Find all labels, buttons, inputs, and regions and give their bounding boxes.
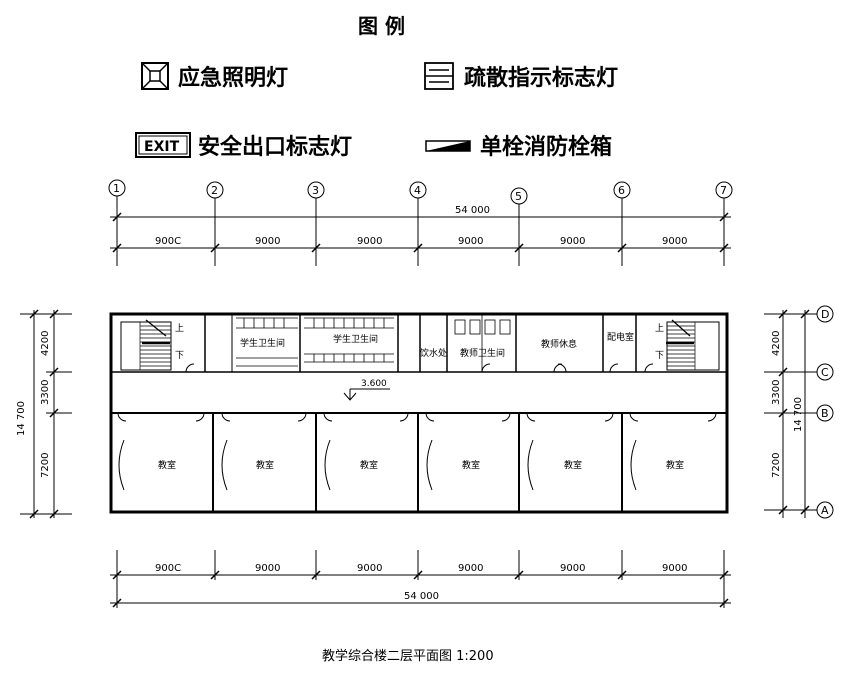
room-labels: 上 下 上 下 学生卫生间 学生卫生间 饮水处 教师卫生间 教师休息 配电室 教… bbox=[158, 323, 684, 471]
bottom-dimension-labels: 900C 9000 9000 9000 9000 9000 54 000 bbox=[155, 563, 687, 602]
teacher-toilet-fixtures bbox=[454, 314, 511, 372]
bottom-span-dimension: 9000 bbox=[357, 563, 382, 574]
room-label-classroom: 教室 bbox=[462, 459, 480, 471]
axis-label-row-c: C bbox=[821, 366, 829, 379]
right-stair bbox=[666, 319, 720, 371]
axis-label-col-3: 3 bbox=[312, 184, 319, 197]
classroom-podiums bbox=[118, 439, 637, 491]
room-label-switch-room: 配电室 bbox=[607, 331, 634, 343]
toilet-stalls-2 bbox=[304, 317, 394, 363]
bottom-span-dimension: 9000 bbox=[458, 563, 483, 574]
top-span-dimension: 900C bbox=[155, 236, 181, 247]
legend-emergency-light-label: 应急照明灯 bbox=[178, 65, 288, 91]
room-label-classroom: 教室 bbox=[360, 459, 378, 471]
right-total-dimension: 14 700 bbox=[793, 397, 804, 432]
room-label-classroom: 教室 bbox=[666, 459, 684, 471]
axis-label-col-7: 7 bbox=[720, 184, 727, 197]
left-dimension-labels: 14 700 4200 3300 7200 bbox=[16, 331, 51, 478]
axis-marker-b bbox=[816, 404, 834, 422]
top-axis-labels: 1 2 3 4 5 6 7 54 000 900C 9000 9000 9000… bbox=[113, 182, 727, 247]
bottom-span-dimension: 9000 bbox=[560, 563, 585, 574]
top-span-dimension: 9000 bbox=[662, 236, 687, 247]
axis-label-col-1: 1 bbox=[113, 182, 120, 195]
room-label-teacher-rest: 教师休息 bbox=[541, 338, 577, 350]
stair-down-label: 下 bbox=[175, 351, 184, 361]
room-label-student-toilet: 学生卫生间 bbox=[333, 333, 378, 345]
emergency-light-icon bbox=[141, 62, 169, 90]
legend: 图 例 应急照明灯 疏散指示标志灯 EXIT 安全出口标志灯 bbox=[135, 14, 618, 160]
room-label-water: 饮水处 bbox=[420, 347, 447, 359]
top-span-dimension: 9000 bbox=[560, 236, 585, 247]
bottom-span-dimension: 900C bbox=[155, 563, 181, 574]
legend-hydrant-box-label: 单栓消防栓箱 bbox=[480, 134, 612, 160]
room-label-student-toilet: 学生卫生间 bbox=[240, 337, 285, 349]
left-stair bbox=[120, 319, 172, 371]
bottom-span-dimension: 9000 bbox=[255, 563, 280, 574]
right-span-dimension: 7200 bbox=[771, 453, 782, 478]
axis-marker-c bbox=[816, 363, 834, 381]
top-total-dimension: 54 000 bbox=[455, 205, 490, 216]
evacuation-sign-icon bbox=[424, 62, 454, 90]
stair-up-label: 上 bbox=[175, 323, 184, 334]
room-label-classroom: 教室 bbox=[256, 459, 274, 471]
hydrant-box-icon bbox=[425, 140, 471, 152]
legend-exit-sign-label: 安全出口标志灯 bbox=[198, 134, 352, 160]
right-span-dimension: 3300 bbox=[771, 380, 782, 405]
legend-evacuation-sign-label: 疏散指示标志灯 bbox=[464, 65, 618, 91]
left-span-dimension: 7200 bbox=[40, 453, 51, 478]
bottom-span-dimension: 9000 bbox=[662, 563, 687, 574]
axis-marker-a bbox=[816, 501, 834, 519]
axis-label-row-b: B bbox=[821, 407, 829, 420]
axis-label-col-4: 4 bbox=[414, 184, 421, 197]
classroom-doors bbox=[117, 412, 717, 422]
axis-label-row-d: D bbox=[821, 308, 829, 321]
right-dimensions bbox=[764, 305, 834, 519]
exit-box-text: EXIT bbox=[144, 139, 180, 155]
axis-marker-d bbox=[816, 305, 834, 323]
drawing-caption: 教学综合楼二层平面图 1:200 bbox=[322, 648, 494, 664]
right-span-dimension: 4200 bbox=[771, 331, 782, 356]
left-total-dimension: 14 700 bbox=[16, 401, 27, 436]
toilet-stalls-1 bbox=[236, 317, 298, 367]
axis-label-col-2: 2 bbox=[211, 184, 218, 197]
bottom-dimensions bbox=[110, 550, 731, 608]
top-span-dimension: 9000 bbox=[255, 236, 280, 247]
left-span-dimension: 4200 bbox=[40, 331, 51, 356]
axis-label-col-6: 6 bbox=[618, 184, 625, 197]
room-label-teacher-toilet: 教师卫生间 bbox=[460, 347, 505, 359]
building-plan bbox=[109, 312, 729, 514]
legend-title: 图 例 bbox=[358, 14, 405, 38]
top-axis bbox=[108, 179, 733, 266]
north-doors bbox=[185, 363, 654, 373]
room-label-classroom: 教室 bbox=[564, 459, 582, 471]
left-span-dimension: 3300 bbox=[40, 380, 51, 405]
exit-sign-icon: EXIT bbox=[135, 132, 191, 158]
left-dimensions bbox=[20, 309, 72, 519]
top-span-dimension: 9000 bbox=[357, 236, 382, 247]
axis-label-col-5: 5 bbox=[515, 190, 522, 203]
right-dimension-labels: 4200 3300 7200 14 700 D C B A bbox=[771, 308, 829, 517]
stair-down-label: 下 bbox=[655, 351, 664, 361]
bottom-total-dimension: 54 000 bbox=[404, 591, 439, 602]
stair-up-label: 上 bbox=[655, 323, 664, 334]
room-label-classroom: 教室 bbox=[158, 459, 176, 471]
elevation-marker bbox=[343, 388, 390, 401]
top-span-dimension: 9000 bbox=[458, 236, 483, 247]
elevation-label: 3.600 bbox=[361, 379, 387, 389]
axis-label-row-a: A bbox=[821, 504, 829, 517]
